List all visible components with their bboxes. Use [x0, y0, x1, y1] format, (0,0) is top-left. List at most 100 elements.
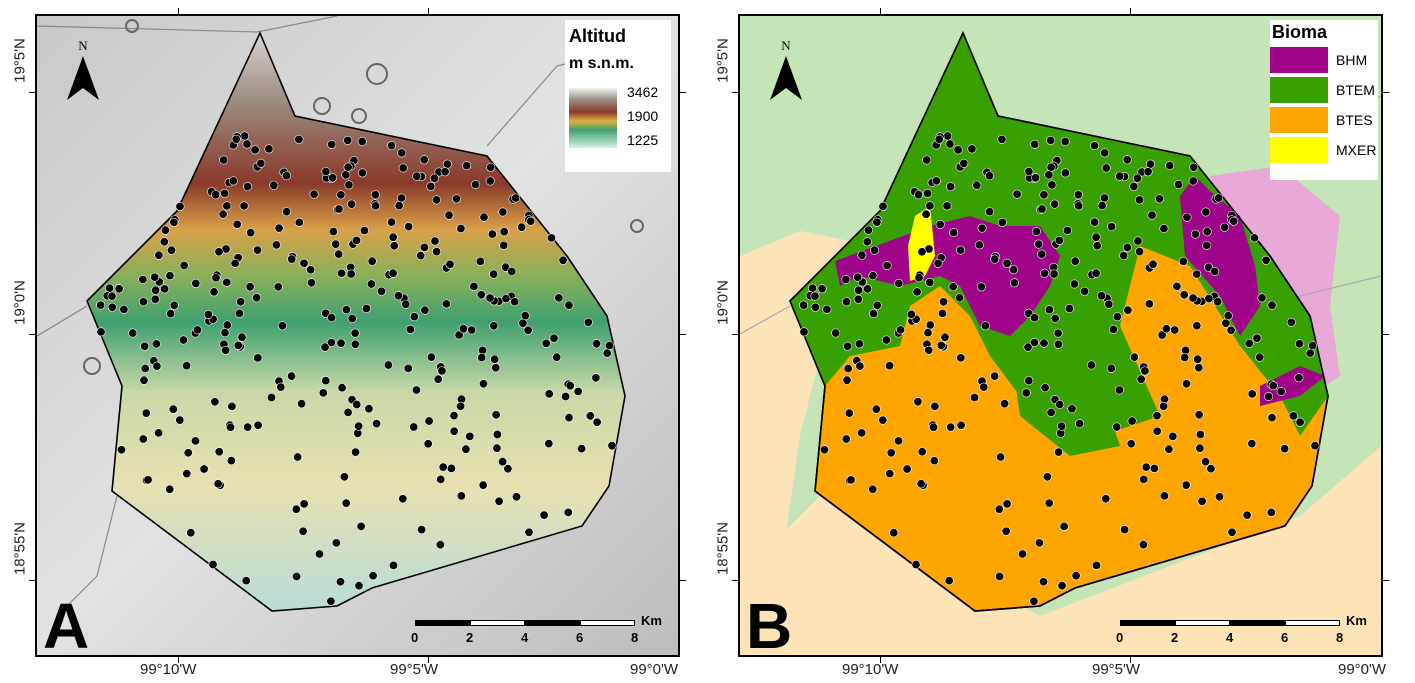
sample-point — [476, 290, 486, 300]
north-label: N — [781, 38, 791, 53]
sample-point — [817, 284, 827, 294]
sample-point — [942, 201, 952, 211]
sample-point — [1310, 441, 1320, 451]
scale-tick-4: 4 — [1226, 630, 1234, 645]
sample-point — [442, 159, 452, 169]
sample-point — [810, 291, 820, 301]
sample-point — [1047, 180, 1057, 190]
sample-point — [287, 254, 297, 264]
legend-item-btem: BTEM — [1270, 75, 1378, 105]
sample-point — [1244, 338, 1254, 348]
sample-point — [343, 407, 353, 417]
sample-point — [510, 297, 520, 307]
scale-tick-6: 6 — [1281, 630, 1289, 645]
legend-value-min: 1225 — [627, 132, 659, 148]
sample-point — [917, 247, 927, 257]
sample-point — [211, 273, 221, 283]
sample-point — [405, 324, 415, 334]
sample-point — [449, 411, 459, 421]
legend-unit: m s.n.m. — [569, 55, 634, 72]
sample-point — [585, 411, 595, 421]
sample-point — [1132, 173, 1142, 183]
sample-point — [1154, 194, 1164, 204]
sample-point — [1106, 363, 1116, 373]
sample-point — [985, 207, 995, 217]
sample-point — [426, 352, 436, 362]
north-label: N — [78, 38, 88, 53]
sample-point — [558, 255, 568, 265]
sample-point — [857, 250, 867, 260]
sample-point — [1210, 267, 1220, 277]
sample-point — [602, 348, 612, 358]
sample-point — [1101, 494, 1111, 504]
sample-point — [138, 274, 148, 284]
sample-point — [96, 327, 106, 337]
background-peach-south — [740, 446, 1381, 655]
municipal-boundaries — [37, 16, 598, 617]
sample-point — [1188, 176, 1198, 186]
sample-point — [996, 452, 1006, 462]
sample-point — [1129, 352, 1139, 362]
sample-point — [430, 236, 440, 246]
sample-point — [440, 167, 450, 177]
sample-point — [1031, 173, 1041, 183]
sample-point — [423, 439, 433, 449]
sample-point — [411, 385, 421, 395]
sample-point — [1114, 385, 1124, 395]
sample-point — [1039, 338, 1049, 348]
sample-point — [1069, 279, 1079, 289]
sample-point — [914, 190, 924, 200]
sample-point — [565, 381, 575, 391]
sample-point — [1178, 256, 1188, 266]
sample-point — [1075, 419, 1085, 429]
sample-point — [523, 325, 533, 335]
sample-point — [1247, 389, 1257, 399]
sample-point — [1034, 239, 1044, 249]
sample-point — [1267, 413, 1277, 423]
sample-point — [843, 341, 853, 351]
sample-point — [1037, 204, 1047, 214]
sample-point — [1044, 305, 1054, 315]
sample-point — [477, 352, 487, 362]
sample-point — [357, 137, 367, 147]
sample-point — [226, 456, 236, 466]
sample-point — [499, 227, 509, 237]
sample-point — [246, 228, 256, 238]
sample-point — [154, 250, 164, 260]
sample-point — [1280, 444, 1290, 454]
sample-point — [252, 293, 262, 303]
sample-point — [591, 339, 601, 349]
sample-point — [273, 282, 283, 292]
sample-point — [168, 404, 178, 414]
sample-point — [499, 240, 509, 250]
sample-point — [219, 155, 229, 165]
sample-point — [1204, 262, 1214, 272]
sample-point — [1139, 474, 1149, 484]
sample-point — [276, 382, 286, 392]
scale-tick-0: 0 — [1116, 630, 1124, 645]
sample-point — [912, 287, 922, 297]
sample-point — [320, 342, 330, 352]
sample-point — [517, 222, 527, 232]
sample-point — [844, 408, 854, 418]
sample-point — [956, 353, 966, 363]
sample-point — [1119, 251, 1129, 261]
sample-point — [321, 376, 331, 386]
sample-point — [1204, 293, 1214, 303]
legend-label: MXER — [1336, 142, 1377, 158]
sample-point — [799, 327, 809, 337]
sample-point — [336, 268, 346, 278]
panel-letter-a: A — [43, 590, 90, 657]
sample-point — [446, 463, 456, 473]
sample-point — [321, 308, 331, 318]
sample-point — [299, 499, 309, 509]
sample-point — [236, 297, 246, 307]
lat-label-b-3: 18°55'N — [714, 521, 732, 576]
sample-point — [231, 134, 241, 144]
sample-point — [306, 278, 316, 288]
sample-point — [1101, 163, 1111, 173]
sample-point — [292, 571, 302, 581]
sample-point — [943, 131, 953, 141]
biome-legend: Bioma BHM BTEM BTES MXER — [1270, 20, 1378, 180]
sample-point — [314, 549, 324, 559]
